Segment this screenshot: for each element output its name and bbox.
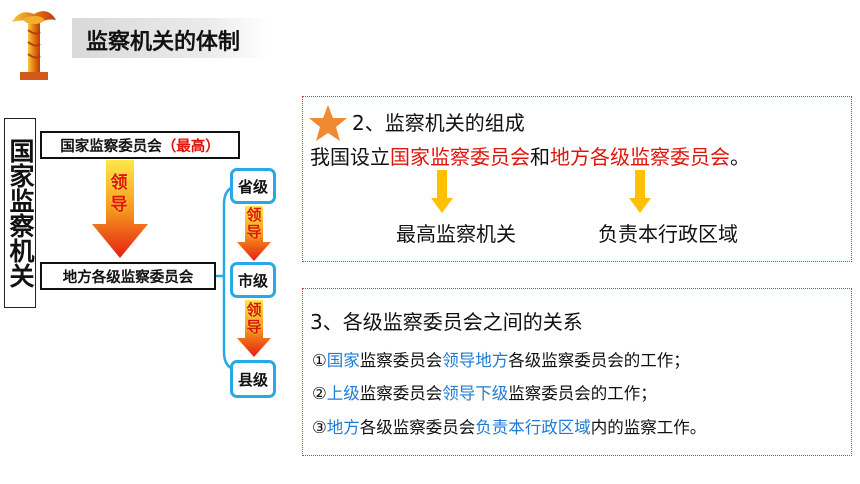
section2-heading: 2、监察机关的组成: [352, 111, 525, 135]
result-arrow-right: [629, 170, 651, 213]
level-county: 县级: [230, 360, 276, 398]
section3-box: [302, 288, 852, 456]
result-highest: 最高监察机关: [396, 222, 516, 246]
sentence-prefix: 我国设立: [310, 145, 390, 169]
level-county-label: 县级: [237, 370, 268, 389]
item2-a: 上级: [326, 384, 360, 403]
level-city: 市级: [230, 262, 276, 298]
star-icon: [309, 105, 347, 141]
local-committee-label: 地方各级监察委员会: [62, 269, 194, 286]
sentence-and: 和: [530, 145, 550, 169]
result-regional: 负责本行政区域: [598, 222, 738, 246]
national-committee-box: 国家监察委员会（最高）: [40, 131, 240, 159]
sentence-national: 国家监察委员会: [390, 145, 530, 169]
result-arrow-left: [431, 170, 453, 213]
national-committee-label: 国家监察委员会: [60, 138, 162, 155]
vertical-title-box: 国家监察机关: [4, 118, 36, 308]
level-city-label: 市级: [237, 271, 268, 290]
relation-item-3: ③地方各级监察委员会负责本行政区域内的监察工作。: [312, 414, 706, 438]
lead-label-2: 领导: [246, 301, 262, 336]
section2-box: [302, 96, 852, 262]
item2-c: 领导下级: [442, 384, 509, 403]
page-title: 监察机关的体制: [86, 30, 241, 55]
item1-c: 领导地方: [442, 351, 509, 370]
level-province-label: 省级: [237, 177, 268, 196]
relation-item-2: ②上级监察委员会领导下级监察委员会的工作；: [312, 380, 657, 404]
item1-a: 国家: [326, 351, 360, 370]
lead-arrow-main: [92, 160, 148, 258]
lead-arrow-1: [237, 206, 271, 261]
sentence-end: 。: [730, 145, 750, 169]
highest-note: （最高）: [161, 138, 220, 155]
section2-sentence: 我国设立国家监察委员会和地方各级监察委员会。: [310, 141, 750, 170]
level-province: 省级: [230, 168, 276, 204]
item3-b: 各级监察委员会: [359, 418, 476, 437]
item2-num: ②: [312, 384, 327, 403]
local-committee-box: 地方各级监察委员会: [40, 262, 216, 290]
lead-label-main: 领导: [110, 173, 128, 215]
lead-arrow-2: [237, 300, 271, 357]
vertical-title: 国家监察机关: [6, 138, 35, 288]
item3-c: 负责本行政区域: [475, 418, 591, 437]
item1-d: 各级监察委员会的工作；: [508, 351, 690, 370]
sentence-local: 地方各级监察委员会: [550, 145, 730, 169]
section3-heading: 3、各级监察委员会之间的关系: [310, 310, 583, 334]
item3-d: 内的监察工作。: [590, 418, 707, 437]
item3-num: ③: [312, 418, 327, 437]
item3-a: 地方: [326, 418, 360, 437]
lead-label-1: 领导: [246, 206, 262, 241]
item1-num: ①: [312, 351, 327, 370]
title-bar: [72, 18, 268, 58]
item2-d: 监察委员会的工作；: [508, 384, 657, 403]
relation-item-1: ①国家监察委员会领导地方各级监察委员会的工作；: [312, 347, 690, 371]
item2-b: 监察委员会: [359, 384, 443, 403]
item1-b: 监察委员会: [359, 351, 443, 370]
huabiao-logo: [12, 11, 56, 80]
